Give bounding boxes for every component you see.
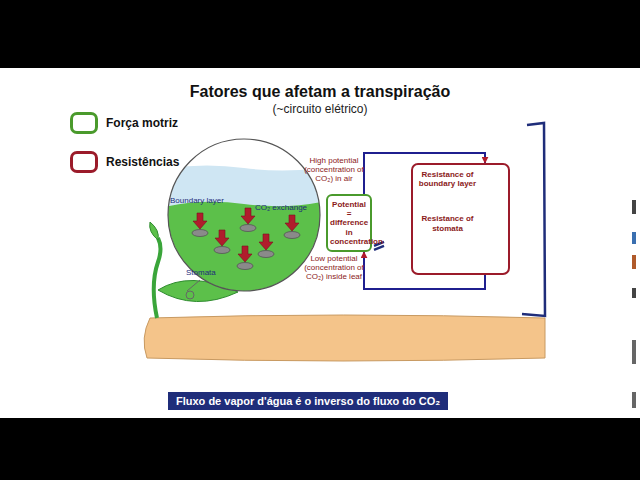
soil	[144, 315, 545, 361]
legend-item: Força motriz	[70, 112, 178, 134]
potential-label: Low potential (concentration of CO₂) ins…	[300, 254, 368, 282]
title: Fatores que afetam a transpiração	[120, 83, 520, 101]
illustration-label: CO₂ exchange	[255, 203, 325, 212]
small-leaf	[150, 222, 159, 240]
legend-item: Resistências	[70, 151, 179, 173]
magnifier-outline	[168, 139, 320, 291]
stem	[154, 238, 161, 318]
node-text: Resistance of stomata	[417, 214, 478, 232]
potential-label: High potential (concentration of CO₂) in…	[300, 156, 368, 184]
zoom-spot	[186, 291, 194, 299]
node-text: Potential = difference in concentration	[330, 200, 368, 246]
illustration-label: Boundary layer	[170, 196, 240, 205]
zoom-line	[187, 280, 200, 291]
magnified-view	[160, 130, 330, 305]
resistance-box: Resistance of boundary layerResistance o…	[411, 163, 510, 275]
driving-force-box: Potential = difference in concentration	[326, 194, 372, 252]
legend-text: Força motriz	[106, 116, 178, 130]
top-bar	[0, 0, 640, 68]
node-text: Resistance of boundary layer	[417, 170, 478, 188]
legend-swatch	[70, 151, 98, 173]
bottom-bar	[0, 418, 640, 480]
circuit-wire	[364, 153, 485, 194]
bracket	[522, 123, 545, 316]
legend-swatch	[70, 112, 98, 134]
illustration-label: Stomata	[186, 268, 236, 277]
caption: Fluxo de vapor d'água é o inverso do flu…	[168, 392, 448, 410]
battery-symbol	[374, 242, 384, 250]
legend-text: Resistências	[106, 155, 179, 169]
edge-fragments	[632, 200, 636, 408]
subtitle: (~circuito elétrico)	[220, 103, 420, 117]
